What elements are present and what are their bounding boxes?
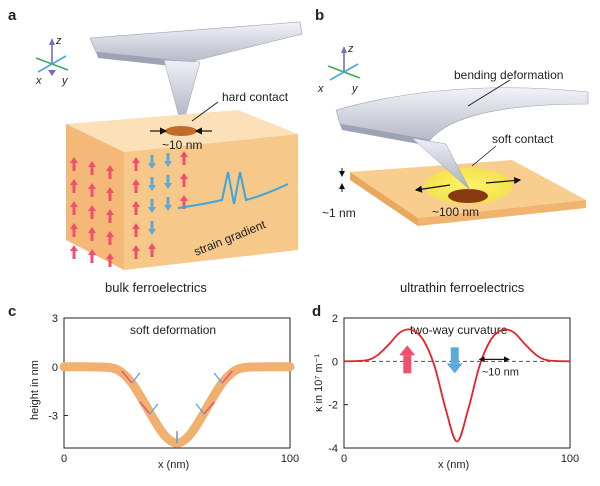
axis-x-label-b: x <box>317 83 324 95</box>
film-thickness-label: ~1 nm <box>322 206 356 220</box>
polarization-up-arrowhead <box>88 161 96 167</box>
panel-b-label: b <box>315 7 324 24</box>
axes-icon-a: z x y <box>35 35 69 87</box>
axis-z-label-b: z <box>347 43 354 55</box>
polarization-up-arrowhead <box>106 253 114 259</box>
normal-arrow <box>139 401 151 415</box>
panel-c-label: c <box>8 303 16 320</box>
polarization-down-arrowhead <box>164 183 172 189</box>
polarization-up-arrowhead <box>106 165 114 171</box>
chart-d-ylabel: κ in 10⁷ m⁻¹ <box>313 354 325 412</box>
chart-c-marks: 0 100 3 0 -3 <box>48 313 299 465</box>
chart-c-title: soft deformation <box>130 323 216 337</box>
polarization-down-arrowhead <box>164 205 172 211</box>
normal-arrow <box>149 403 159 415</box>
plot-frame-d <box>343 317 571 449</box>
polarization-up-arrowhead <box>148 243 156 249</box>
normal-arrow <box>213 372 223 384</box>
hard-contact-spot <box>165 126 197 136</box>
y-tick-label: 0 <box>332 356 338 368</box>
polarization-up-arrowhead <box>70 245 78 251</box>
chart-c-xlabel: x (nm) <box>158 459 189 471</box>
normal-arrow <box>203 401 215 415</box>
polarization-down-arrowhead <box>164 161 172 167</box>
normal-arrow <box>131 372 141 384</box>
strain-gradient-curve <box>177 171 289 209</box>
panel-d: d two-way curvature κ in 10⁷ m⁻¹ x (nm) … <box>312 303 579 471</box>
polarization-down-arrow <box>450 347 459 364</box>
polarization-down-arrowhead <box>148 185 156 191</box>
caption-ultrathin: ultrathin ferroelectrics <box>400 280 525 295</box>
x-tick-label: 0 <box>61 453 67 465</box>
y-tick-label: -4 <box>328 443 338 455</box>
bending-deformation-label: bending deformation <box>454 68 563 82</box>
caption-bulk: bulk ferroelectrics <box>105 280 207 295</box>
y-tick-label: 0 <box>52 362 58 374</box>
x-tick-label: 100 <box>561 453 579 465</box>
polarization-down-arrowhead <box>148 229 156 235</box>
y-tick-label: 2 <box>332 313 338 325</box>
hard-contact-label: hard contact <box>222 90 289 104</box>
polarization-up-arrowhead <box>106 209 114 215</box>
normal-arrow <box>221 370 233 384</box>
polarization-up-arrowhead <box>70 179 78 185</box>
chart-d-marks: 0 100 2 0 -2 -4 ~10 nm <box>328 313 579 465</box>
polarization-up-arrowhead <box>88 227 96 233</box>
chart-d-title: two-way curvature <box>410 323 508 337</box>
polarization-up-arrowhead <box>180 151 188 157</box>
contact-size-label-a: ~10 nm <box>162 138 202 152</box>
normal-arrow <box>195 403 205 415</box>
panel-b: b z x y <box>315 7 589 295</box>
polarization-down-arrowhead <box>446 363 463 374</box>
curvature-line <box>343 328 571 443</box>
polarization-up-arrowhead <box>132 245 140 251</box>
panel-a: a z x y <box>8 7 303 295</box>
deformation-pit <box>448 189 488 203</box>
normal-arrow <box>121 370 133 384</box>
axis-z-label: z <box>55 35 62 47</box>
x-tick-label: 100 <box>281 453 299 465</box>
axis-y-label: y <box>61 75 69 87</box>
polarization-up-arrowhead <box>106 231 114 237</box>
polarization-up-arrowhead <box>180 195 188 201</box>
panel-c: c soft deformation height in nm x (nm) 0… <box>8 303 299 471</box>
afm-cantilever-a <box>89 21 303 129</box>
axis-y-label-b: y <box>351 83 359 95</box>
panel-d-label: d <box>312 303 321 320</box>
annotation-label: ~10 nm <box>482 366 519 378</box>
polarization-up-arrowhead <box>132 201 140 207</box>
y-tick-label: 3 <box>52 313 58 325</box>
y-tick-label: -2 <box>328 400 338 412</box>
plot-frame-c <box>63 317 291 449</box>
chart-c-ylabel: height in nm <box>29 360 41 420</box>
polarization-up-arrowhead <box>180 173 188 179</box>
polarization-up-arrowhead <box>399 345 416 356</box>
polarization-arrows <box>70 151 188 267</box>
contact-size-label-b: ~100 nm <box>432 205 479 219</box>
soft-contact-label: soft contact <box>492 132 554 146</box>
polarization-up-arrowhead <box>132 223 140 229</box>
polarization-up-arrowhead <box>132 179 140 185</box>
axis-x-label: x <box>35 75 42 87</box>
polarization-up-arrowhead <box>88 183 96 189</box>
bulk-ferroelectric-block <box>66 101 298 270</box>
afm-cantilever-b <box>335 79 589 191</box>
polarization-up-arrowhead <box>70 201 78 207</box>
axes-icon-b: z x y <box>317 43 361 95</box>
polarization-up-arrowhead <box>88 249 96 255</box>
x-tick-label: 0 <box>341 453 347 465</box>
polarization-up-arrowhead <box>70 223 78 229</box>
chart-d-xlabel: x (nm) <box>438 459 469 471</box>
polarization-up-arrow <box>403 355 412 374</box>
polarization-up-arrowhead <box>132 157 140 163</box>
polarization-up-arrowhead <box>106 187 114 193</box>
polarization-down-arrowhead <box>148 163 156 169</box>
polarization-up-arrowhead <box>88 205 96 211</box>
panel-a-label: a <box>8 7 17 24</box>
polarization-up-arrowhead <box>70 157 78 163</box>
polarization-down-arrowhead <box>148 207 156 213</box>
y-tick-label: -3 <box>48 411 58 423</box>
